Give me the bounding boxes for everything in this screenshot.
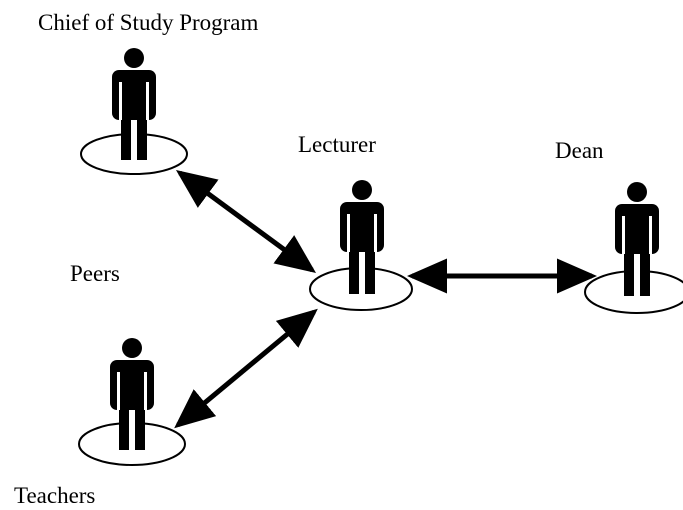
chief-label: Chief of Study Program [38,10,259,35]
teachers-person-node [78,338,186,466]
arrow-lecturer-teachers [174,308,318,429]
lecturer-person-node [309,180,413,311]
lecturer-label: Lecturer [298,132,376,157]
arrow-chief-lecturer [175,170,317,273]
dean-label: Dean [555,138,604,163]
person-icon [615,182,659,296]
chief-person-node [80,48,188,175]
dean-person-node [584,182,683,314]
person-icon [112,48,156,160]
person-icon [110,338,154,450]
teachers-label: Teachers [14,483,96,508]
person-icon [340,180,384,294]
peers-group-label: Peers [70,261,120,286]
